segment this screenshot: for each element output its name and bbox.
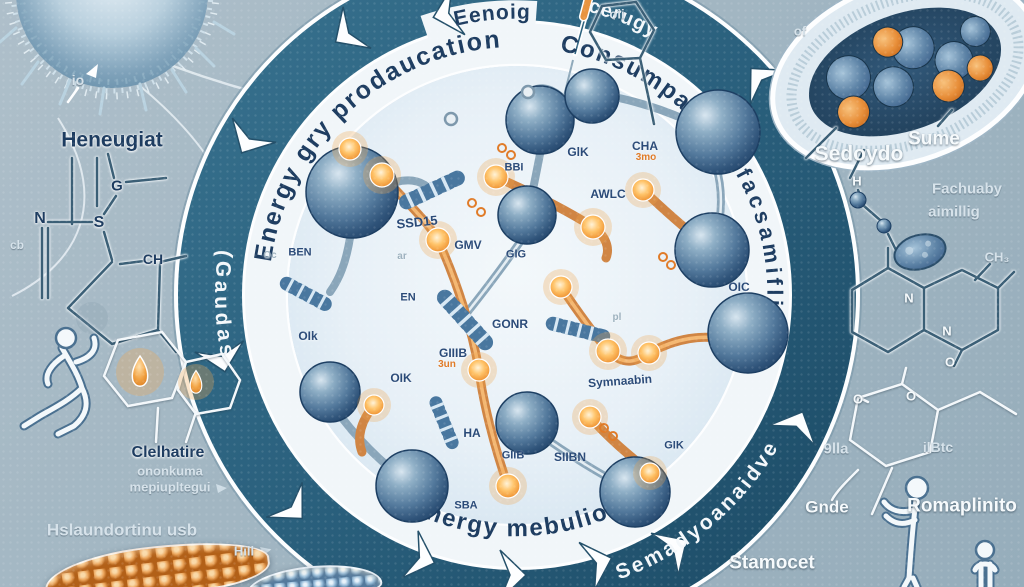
thermometer-icon: [578, 0, 594, 22]
squiggle-icons: [467, 143, 676, 441]
molecule-spheres: [299, 68, 789, 528]
molecule-scene: [279, 68, 789, 528]
ring-arrows: [194, 0, 816, 587]
hook-icons: [443, 84, 536, 127]
protein-coils: [279, 170, 611, 454]
cell-vesicle: [768, 0, 1024, 172]
small-arrow-icon: [86, 64, 98, 78]
chem-structure-right: [849, 188, 1016, 368]
glow-hexagons: [102, 330, 242, 444]
chem-structure-left: [40, 152, 188, 354]
fuzzy-cell-icon: [0, 0, 236, 116]
chem-structure-top: [588, 0, 656, 126]
chem-structure-bottom-right: [830, 366, 1018, 516]
human-figures: [879, 475, 1000, 587]
cycle-ring: Energy gry prodaucation Consumpatie Efac…: [172, 0, 862, 587]
energy-beads: [332, 131, 667, 505]
top-divider: [563, 0, 594, 97]
cell-connectors: [804, 108, 954, 180]
ring-text-left-dark: (Gaudas: [210, 249, 240, 362]
running-man-figure: [19, 326, 100, 439]
top-banner-strip: [420, 0, 538, 49]
